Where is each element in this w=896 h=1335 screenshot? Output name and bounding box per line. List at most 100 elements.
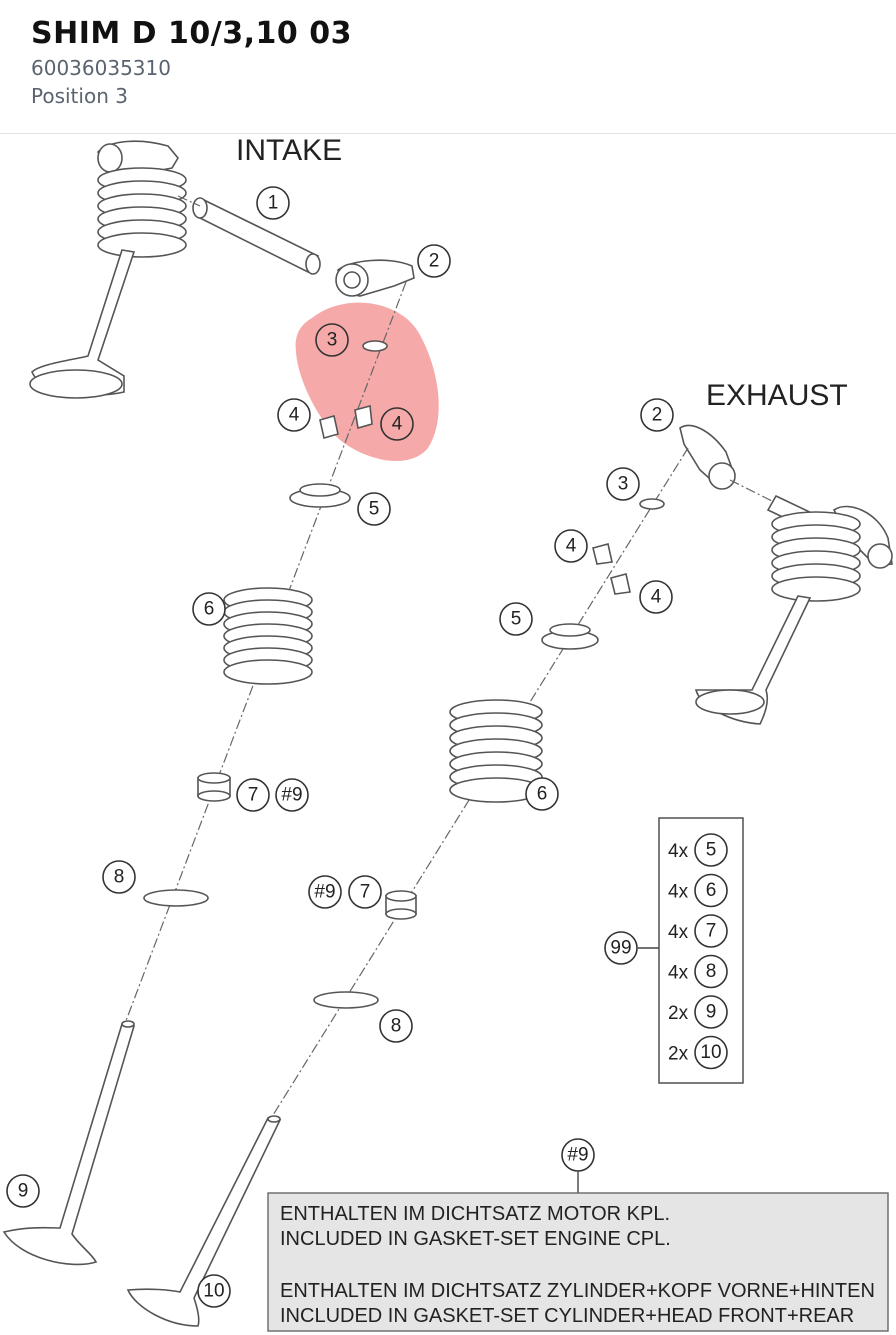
intake-valve-spring [223, 587, 313, 685]
callout-intake-1[interactable]: 1 [256, 186, 290, 220]
svg-text:5: 5 [511, 609, 522, 630]
kit-item-number: 8 [706, 961, 717, 982]
callout-intake-7[interactable]: 7 [236, 778, 270, 812]
kit-item-number: 5 [706, 840, 717, 861]
exhaust-rocker-arm [679, 424, 736, 490]
callout-set-99[interactable]: 99 [604, 931, 638, 965]
part-title: SHIM D 10/3,10 03 [31, 16, 352, 51]
svg-text:8: 8 [391, 1016, 402, 1037]
svg-text:4: 4 [651, 587, 662, 608]
valve-train-diagram: INTAKE [2, 134, 893, 1332]
kit-item-number: 9 [706, 1002, 717, 1023]
svg-text:9: 9 [18, 1181, 29, 1202]
exhaust-valve-stem-seal [385, 890, 417, 920]
svg-text:5: 5 [369, 499, 380, 520]
svg-text:2: 2 [652, 405, 663, 426]
intake-label: INTAKE [236, 134, 342, 167]
highlight-position-3 [295, 302, 439, 462]
note-box [267, 1192, 889, 1332]
svg-text:4: 4 [392, 414, 403, 435]
svg-text:8: 8 [114, 867, 125, 888]
intake-keeper-left [319, 414, 339, 440]
exhaust-keeper-left [592, 543, 613, 565]
exhaust-rocker-assembly [694, 494, 893, 725]
svg-text:4: 4 [289, 405, 300, 426]
svg-text:2: 2 [429, 251, 440, 272]
exhaust-valve [126, 1115, 282, 1327]
note-line-3: ENTHALTEN IM DICHTSATZ ZYLINDER+KOPF VOR… [280, 1280, 875, 1302]
kit-qty: 4x [668, 922, 689, 943]
svg-text:99: 99 [610, 938, 631, 959]
intake-spring-washer [143, 889, 209, 907]
note-line-4: INCLUDED IN GASKET-SET CYLINDER+HEAD FRO… [280, 1305, 854, 1327]
kit-qty: 2x [668, 1003, 689, 1024]
intake-keeper-right [354, 404, 373, 430]
exhaust-keeper-right [610, 573, 631, 595]
exhaust-shim [639, 498, 665, 510]
callout-intake-4-left[interactable]: 4 [277, 398, 311, 432]
intake-rocker-arm [335, 259, 415, 297]
svg-text:1: 1 [268, 193, 279, 214]
kit-item-callout[interactable] [694, 873, 728, 908]
callout-exhaust-10[interactable]: 10 [197, 1274, 231, 1308]
callout-intake-8[interactable]: 8 [102, 860, 136, 894]
kit-qty: 4x [668, 882, 689, 903]
svg-text:3: 3 [327, 330, 338, 351]
note-line-1: ENTHALTEN IM DICHTSATZ MOTOR KPL. [280, 1203, 670, 1225]
part-number: 60036035310 [31, 56, 171, 80]
callout-exhaust-5[interactable]: 5 [499, 602, 533, 636]
callout-exhaust-3[interactable]: 3 [606, 467, 640, 501]
callout-exhaust-6[interactable]: 6 [525, 777, 559, 811]
callout-note-9-ref[interactable]: #9 [561, 1138, 595, 1172]
svg-text:6: 6 [204, 599, 215, 620]
exhaust-label: EXHAUST [706, 379, 848, 412]
svg-text:6: 6 [537, 784, 548, 805]
exhaust-valve-spring [449, 699, 543, 803]
callout-exhaust-4-right[interactable]: 4 [639, 580, 673, 614]
kit-qty: 4x [668, 841, 689, 862]
note-section: #9 ENTHALTEN IM DICHTSATZ MOTOR KPL. INC… [267, 1138, 889, 1332]
note-line-2: INCLUDED IN GASKET-SET ENGINE CPL. [280, 1228, 671, 1250]
svg-text:3: 3 [618, 474, 629, 495]
svg-text:7: 7 [248, 785, 259, 806]
svg-text:#9: #9 [281, 785, 302, 806]
kit-item-number: 6 [706, 880, 717, 901]
intake-spring-retainer [289, 483, 351, 508]
exploded-diagram: INTAKE [0, 134, 896, 1335]
kit-qty: 2x [668, 1044, 689, 1065]
intake-valve [2, 1020, 136, 1266]
part-position: Position 3 [31, 84, 128, 108]
exhaust-spring-retainer [541, 623, 599, 650]
intake-rocker-assembly [29, 140, 187, 399]
kit-item-callout[interactable] [694, 833, 728, 867]
callout-intake-3[interactable]: 3 [315, 323, 349, 357]
callout-exhaust-7[interactable]: 7 [348, 875, 382, 909]
callout-exhaust-4-left[interactable]: 4 [554, 529, 588, 563]
callout-intake-9-ref[interactable]: #9 [275, 778, 309, 812]
callout-intake-6[interactable]: 6 [192, 592, 226, 626]
intake-rocker-shaft [192, 197, 321, 275]
exhaust-spring-washer [313, 991, 379, 1009]
svg-text:#9: #9 [314, 882, 335, 903]
callout-intake-5[interactable]: 5 [357, 492, 391, 526]
svg-text:4: 4 [566, 536, 577, 557]
svg-text:#9: #9 [567, 1145, 588, 1166]
callout-exhaust-2[interactable]: 2 [640, 398, 674, 432]
svg-text:7: 7 [360, 882, 371, 903]
callout-exhaust-8[interactable]: 8 [379, 1009, 413, 1043]
kit-item-number: 7 [706, 921, 717, 942]
callout-intake-9[interactable]: 9 [6, 1174, 40, 1208]
kit-item-callout[interactable] [694, 914, 728, 948]
intake-valve-stem-seal [197, 772, 231, 802]
callout-exhaust-9-ref[interactable]: #9 [308, 875, 342, 909]
kit-item-callout[interactable] [694, 1035, 728, 1070]
kit-contents-box: 99 4x 5 4x 6 4x 7 4x 8 2x 9 2x 10 [604, 817, 744, 1084]
kit-item-number: 10 [700, 1042, 721, 1063]
svg-text:10: 10 [203, 1281, 224, 1302]
kit-item-callout[interactable] [694, 954, 728, 989]
part-header: SHIM D 10/3,10 03 60036035310 Position 3 [0, 0, 896, 134]
kit-item-callout[interactable] [694, 995, 728, 1029]
kit-qty: 4x [668, 963, 689, 984]
callout-intake-4-right[interactable]: 4 [380, 407, 414, 441]
callout-intake-2[interactable]: 2 [417, 244, 451, 278]
